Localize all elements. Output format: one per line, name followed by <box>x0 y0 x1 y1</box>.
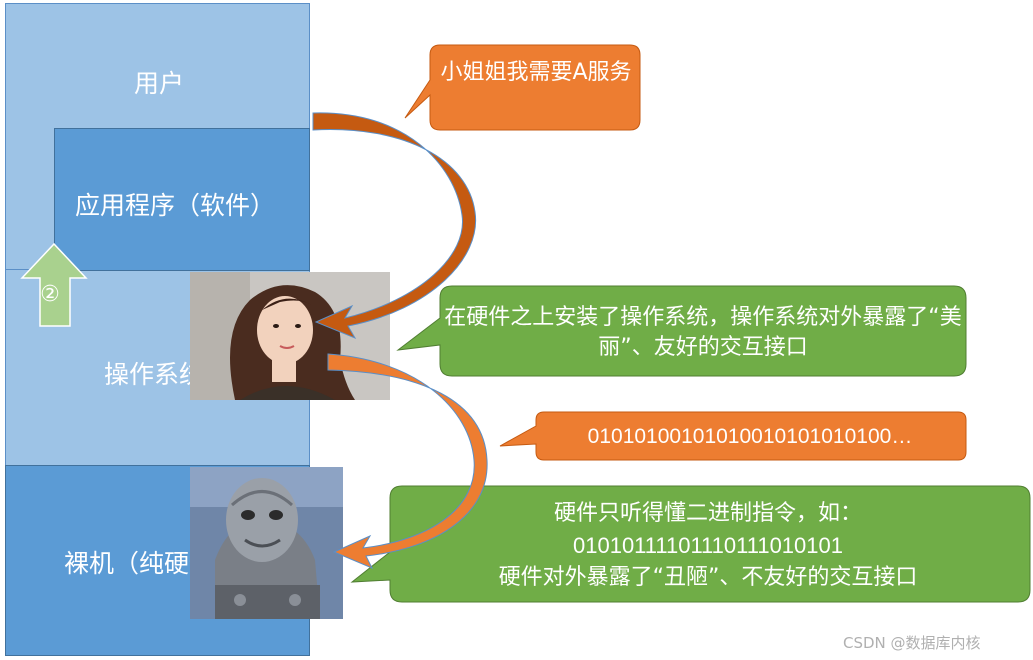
layer-application-label: 应用程序（软件） <box>75 191 276 220</box>
bubble-hardware-line3: 硬件对外暴露了“丑陋”、不友好的交互接口 <box>498 565 918 590</box>
step-marker: ② <box>40 282 60 307</box>
up-arrow-icon <box>20 242 88 327</box>
bubble-hardware <box>350 485 1031 603</box>
curved-arrow-os-to-hardware <box>327 353 488 569</box>
layer-user-label: 用户 <box>134 69 185 98</box>
watermark: CSDN @数据库内核 <box>843 634 981 652</box>
alien-photo-icon <box>190 467 343 619</box>
bubble-hardware-line2: 01010111101110111010101 <box>573 533 843 558</box>
layer-application: 应用程序（软件） <box>54 128 310 271</box>
layer-os-label: 操作系统 <box>104 360 205 389</box>
bubble-os-interface <box>396 285 967 377</box>
bubble-request-text: 小姐姐我需要A服务 <box>440 60 632 85</box>
woman-photo-icon <box>190 272 390 400</box>
bubble-os-interface-text: 在硬件之上安装了操作系统，操作系统对外暴露了“美丽”、友好的交互接口 <box>444 305 962 360</box>
curved-arrow-app-to-os <box>312 112 477 340</box>
bubble-binary-text: 01010100101010010101010100… <box>587 425 913 448</box>
bubble-hardware-text: 硬件只听得懂二进制指令，如： 01010111101110111010101 硬… <box>390 498 1026 594</box>
bubble-request <box>404 44 641 131</box>
bubble-hardware-line1: 硬件只听得懂二进制指令，如： <box>553 501 862 526</box>
bubble-binary <box>499 411 967 461</box>
